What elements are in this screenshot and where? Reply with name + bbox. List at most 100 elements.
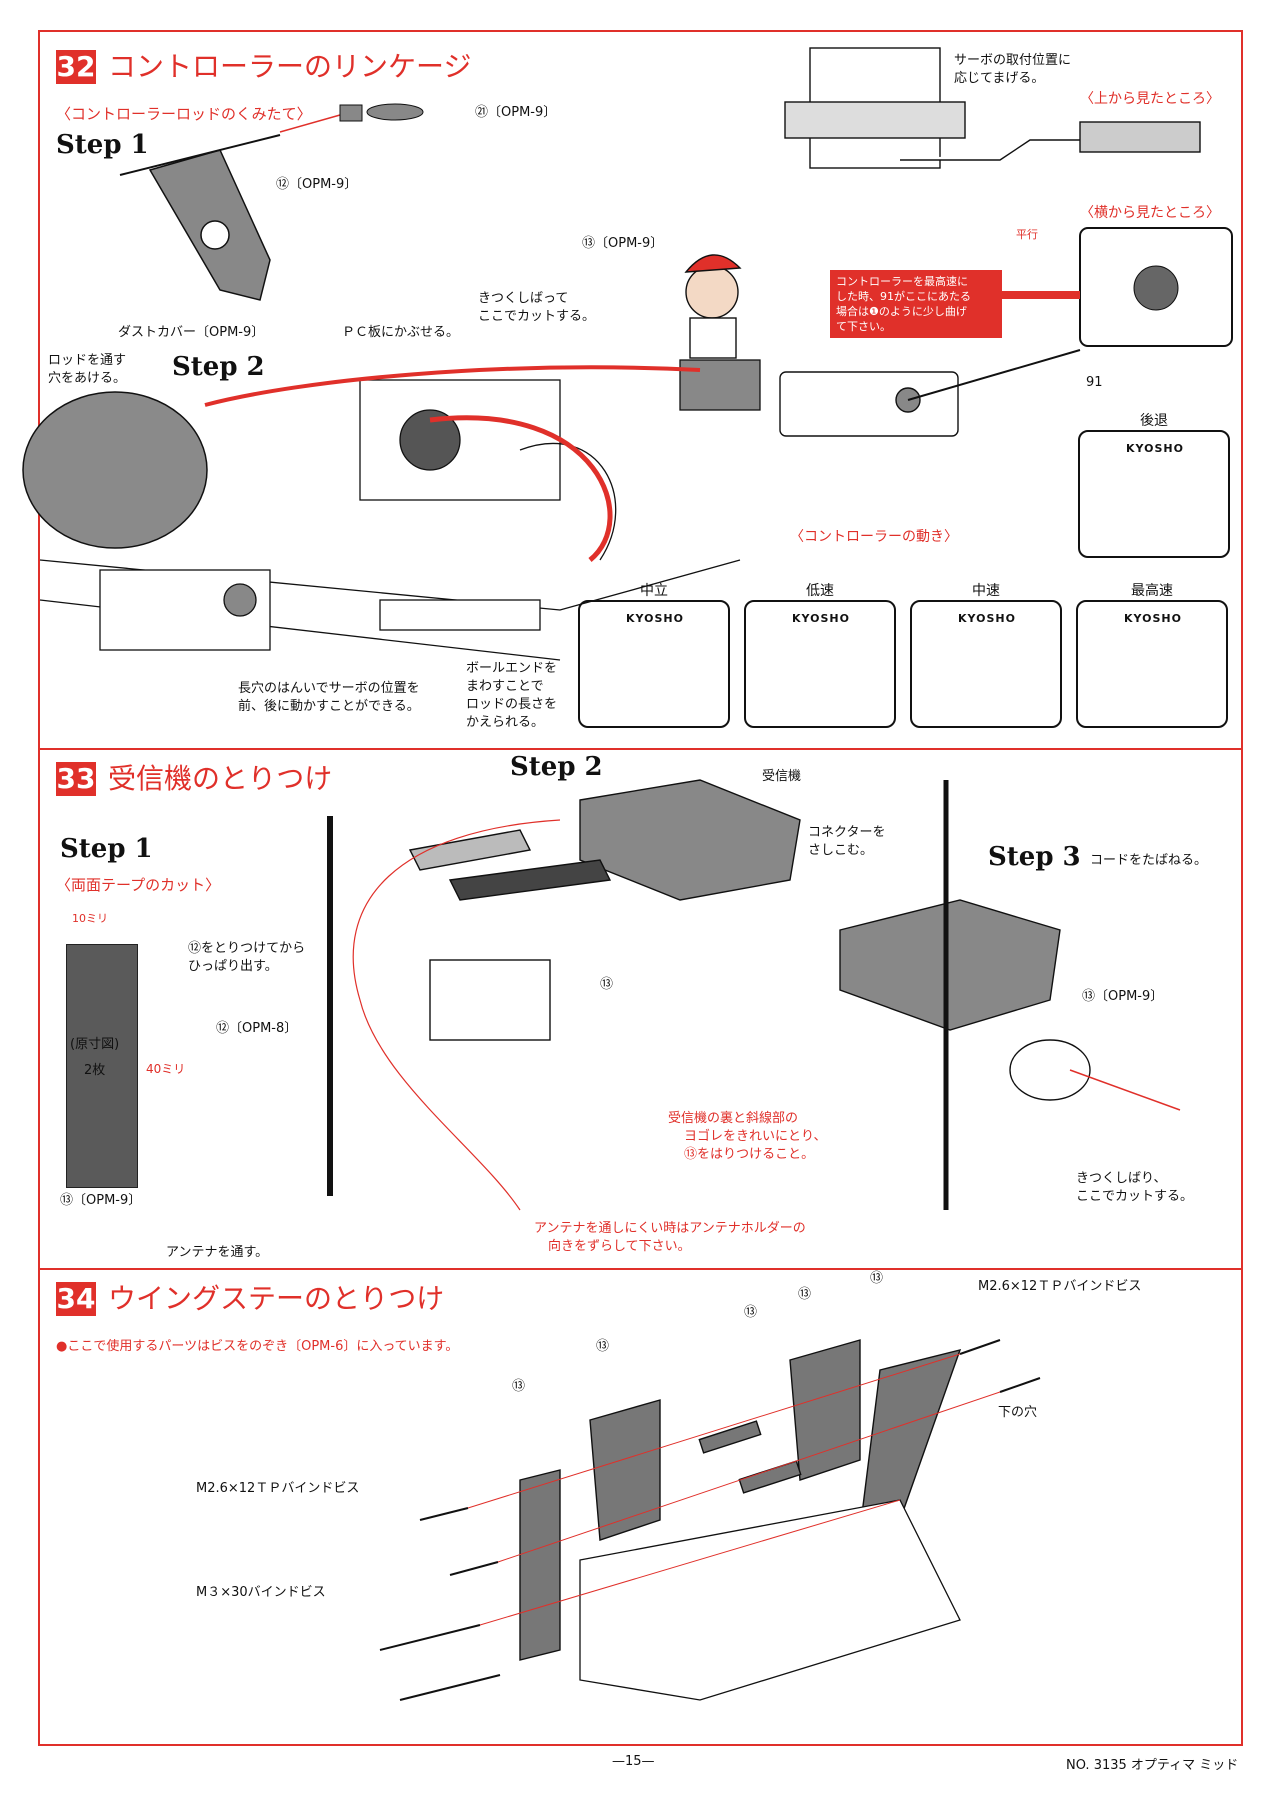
tighten-cut-line2: ここでカットする。 xyxy=(1076,1189,1194,1204)
antenna-wire xyxy=(352,819,561,1211)
panel-title-low: 低速 xyxy=(806,583,834,599)
part-133-step3: ⑬〔OPM-9〕 xyxy=(1082,989,1164,1004)
panel-title-max: 最高速 xyxy=(1131,583,1173,599)
lower-hole-label: 下の穴 xyxy=(998,1405,1038,1420)
ball-end-drawing xyxy=(339,103,424,122)
clean-line2: ヨゴレをきれいにとり、 xyxy=(684,1129,827,1144)
dust-cover-drawing xyxy=(22,391,208,549)
tighten-cut-line1: きつくしばり、 xyxy=(1076,1171,1167,1186)
full-size-label: (原寸図) xyxy=(70,1037,120,1052)
part-134-label: ⑬ xyxy=(512,1379,526,1394)
rod-assembly-subtitle: 〈コントローラーロッドのくみたて〉 xyxy=(56,105,312,123)
controller-motion-label: 〈コントローラーの動き〉 xyxy=(790,529,958,545)
chassis-step2-drawing xyxy=(39,359,761,661)
page-border xyxy=(38,30,1243,1746)
step1-label-32: Step 1 xyxy=(56,130,149,160)
receiver-label: 受信機 xyxy=(762,769,802,784)
section-number-33: 33 xyxy=(56,762,96,796)
clean-line3: ⑬をはりつけること。 xyxy=(684,1147,815,1162)
pc-board-label: ＰＣ板にかぶせる。 xyxy=(342,325,460,340)
panel-brand: KYOSHO xyxy=(792,612,850,625)
page-number: —15— xyxy=(612,1754,655,1769)
panel-low: KYOSHO xyxy=(744,600,896,728)
ball-end-line4: かえられる。 xyxy=(466,715,545,730)
panel-mid: KYOSHO xyxy=(910,600,1062,728)
side-view-label: 〈横から見たところ〉 xyxy=(1080,205,1220,221)
tape-template xyxy=(66,944,138,1188)
panel-brand: KYOSHO xyxy=(1124,612,1182,625)
tighten-line1: きつくしばって xyxy=(478,291,569,306)
antenna-note-line1: アンテナを通しにくい時はアンテナホルダーの xyxy=(534,1221,806,1236)
assembly-guides xyxy=(467,1353,1001,1626)
parts-note: ●ここで使用するパーツはビスをのぞき〔OPM-6〕に入っています。 xyxy=(56,1339,459,1354)
side-view-hub xyxy=(1133,265,1179,311)
red-motor-wire xyxy=(429,415,613,562)
step1-label-33: Step 1 xyxy=(60,834,153,864)
panel-brand: KYOSHO xyxy=(958,612,1016,625)
panel-reverse: KYOSHO xyxy=(1078,430,1230,558)
servo-side-drawing xyxy=(779,349,1081,437)
panel-title-neutral: 中立 xyxy=(640,583,668,599)
screw-label-left: M2.6×12ＴＰバインドビス xyxy=(196,1481,360,1496)
step2-label-32: Step 2 xyxy=(172,352,265,382)
panel-brand: KYOSHO xyxy=(626,612,684,625)
screws-drawing xyxy=(379,1339,1041,1701)
panel-max: KYOSHO xyxy=(1076,600,1228,728)
pull-out-line1: ⑫をとりつけてから xyxy=(188,941,306,956)
height-40mm: 40ミリ xyxy=(146,1062,186,1076)
section-number-32: 32 xyxy=(56,50,96,84)
part-135-label: ⑬ xyxy=(870,1271,884,1286)
controller-step1-drawing xyxy=(119,134,281,301)
clean-line1: 受信機の裏と斜線部の xyxy=(668,1111,799,1126)
top-view-label: 〈上から見たところ〉 xyxy=(1080,91,1220,107)
tape-cut-subtitle: 〈両面テープのカット〉 xyxy=(56,876,221,894)
width-10mm: 10ミリ xyxy=(72,912,108,925)
dust-cover-label: ダストカバー〔OPM-9〕 xyxy=(118,325,265,340)
tighten-line2: ここでカットする。 xyxy=(478,309,596,324)
step3-label-33: Step 3 xyxy=(988,842,1081,872)
screw-label-top: M2.6×12ＴＰバインドビス xyxy=(978,1279,1142,1294)
ball-end-line1: ボールエンドを xyxy=(466,661,558,676)
mascot-drawing xyxy=(684,254,742,359)
parallel-label: 平行 xyxy=(1016,228,1038,241)
callout-line4: て下さい。 xyxy=(836,320,891,333)
rod-hole-line1: ロッドを通す xyxy=(48,353,127,368)
part-132-label: ⑫〔OPM-8〕 xyxy=(216,1021,298,1036)
section-title-32: コントローラーのリンケージ xyxy=(108,50,472,83)
connector-line2: さしこむ。 xyxy=(808,843,874,858)
part-136b-label: ⑬ xyxy=(798,1287,812,1302)
callout-line2: した時、91がここにあたる xyxy=(836,290,971,303)
receiver-step3-drawing xyxy=(839,780,1181,1210)
screw-label-long: M３×30バインドビス xyxy=(196,1585,326,1600)
section-title-33: 受信機のとりつけ xyxy=(108,762,333,795)
part-137-label: ⑬ xyxy=(744,1305,758,1320)
section-title-34: ウイングステーのとりつけ xyxy=(108,1282,445,1315)
long-hole-line2: 前、後に動かすことができる。 xyxy=(238,699,420,714)
part-133-label: ⑬〔OPM-9〕 xyxy=(582,236,664,251)
antenna-pass-label: アンテナを通す。 xyxy=(166,1245,269,1260)
panel-brand: KYOSHO xyxy=(1126,442,1184,455)
part-130-label: ⑬〔OPM-9〕 xyxy=(60,1193,142,1208)
model-number: NO. 3135 オプティマ ミッド xyxy=(1066,1758,1239,1773)
rod-hole-line2: 穴をあける。 xyxy=(48,371,127,386)
section-divider-33 xyxy=(38,748,1243,750)
antenna-note-line2: 向きをずらして下さい。 xyxy=(548,1239,691,1254)
receiver-step2-drawing xyxy=(408,779,801,1041)
section-number-34: 34 xyxy=(56,1282,96,1316)
ball-end-line3: ロッドの長さを xyxy=(466,697,558,712)
pull-out-line2: ひっぱり出す。 xyxy=(188,959,278,974)
part-120-label: ⑫〔OPM-9〕 xyxy=(276,177,358,192)
servo-bend-line1: サーボの取付位置に xyxy=(954,53,1072,68)
quantity-label: 2枚 xyxy=(84,1063,106,1078)
part-91-label: ㉑〔OPM-9〕 xyxy=(475,105,557,120)
servo-top-view-drawing xyxy=(784,47,1201,169)
top-speed-callout: コントローラーを最高速に した時、91がここにあたる 場合は❶のように少し曲げ … xyxy=(830,270,1002,338)
bundle-label: コードをたばねる。 xyxy=(1090,853,1208,868)
section-divider-34 xyxy=(38,1268,1243,1270)
callout-line3: 場合は❶のように少し曲げ xyxy=(836,305,967,318)
part-136a-label: ⑬ xyxy=(596,1339,610,1354)
gearbox-drawing xyxy=(579,1499,961,1701)
red-wire xyxy=(204,365,701,407)
part-130-marker: ⑬ xyxy=(600,977,614,992)
